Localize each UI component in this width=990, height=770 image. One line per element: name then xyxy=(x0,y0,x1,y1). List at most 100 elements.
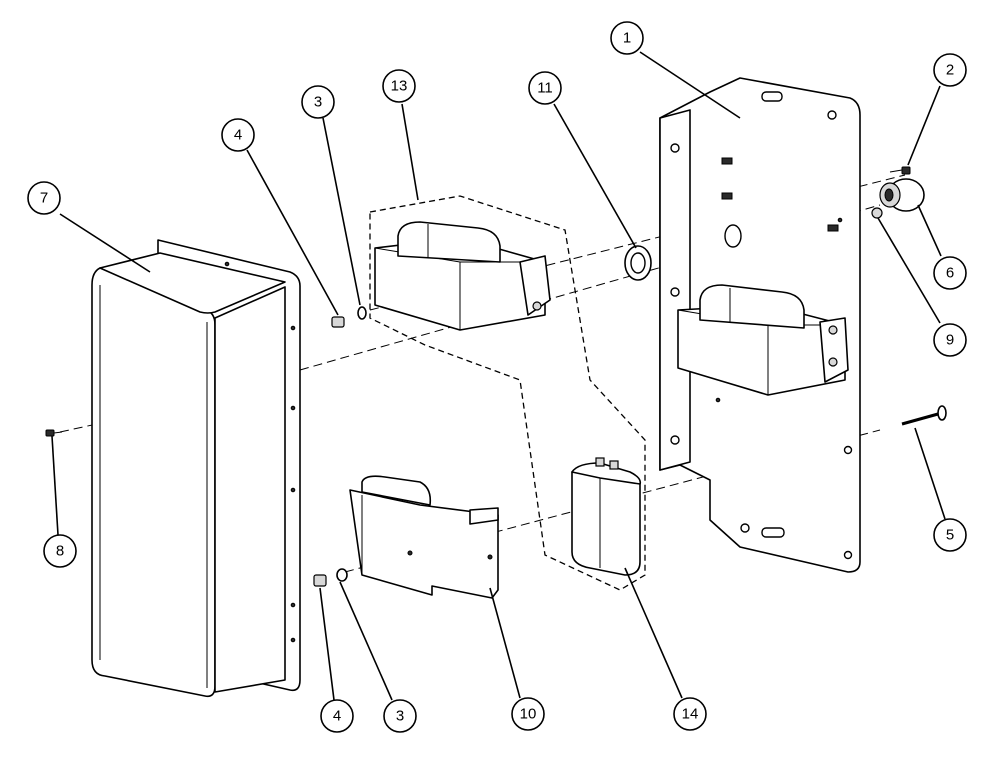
screw-head xyxy=(45,429,55,437)
leader-10 xyxy=(489,587,521,699)
callout-10-circle xyxy=(511,697,545,731)
plate-hole xyxy=(843,550,853,560)
callout-1-label: 1 xyxy=(623,30,631,47)
ballast-group xyxy=(369,195,646,591)
plate-stud xyxy=(827,224,839,232)
ballast-terminal xyxy=(532,301,542,311)
callout-13-circle xyxy=(382,69,416,103)
plate-hole xyxy=(740,523,750,533)
callout-8: 8 xyxy=(43,534,77,568)
plate-stud xyxy=(721,157,733,165)
bolt-5 xyxy=(901,405,947,426)
callout-7-label: 7 xyxy=(40,190,48,207)
callout-9: 9 xyxy=(933,323,967,357)
leader-3b xyxy=(339,581,393,701)
callout-3-lower-circle xyxy=(383,699,417,733)
leader-lines xyxy=(51,51,946,701)
plate-ballast-terminal xyxy=(828,325,838,335)
callout-4-lower: 4 xyxy=(320,699,354,733)
leader-3a xyxy=(322,117,361,306)
leader-1 xyxy=(639,51,741,119)
leader-13 xyxy=(401,103,419,201)
plate-small-hole xyxy=(715,397,721,403)
leader-14 xyxy=(624,567,683,699)
callout-3-upper-circle xyxy=(301,85,335,119)
callout-14-label: 14 xyxy=(682,706,699,723)
callout-4-upper-label: 4 xyxy=(234,127,242,144)
callout-4-lower-circle xyxy=(320,699,354,733)
cord-grip-opening xyxy=(884,188,894,202)
washer xyxy=(357,306,367,320)
leader-4a xyxy=(246,149,339,316)
washer-3-upper xyxy=(357,306,367,320)
bracket-hole xyxy=(487,554,493,560)
bolt-shank xyxy=(901,412,939,426)
bracket-tab xyxy=(469,507,499,525)
callout-5: 5 xyxy=(933,518,967,552)
plate-slot xyxy=(761,91,783,102)
plate-hole xyxy=(843,445,853,455)
cover-hole xyxy=(224,261,230,267)
plate-slot xyxy=(761,527,785,538)
nut xyxy=(331,316,345,328)
leader-11 xyxy=(553,103,637,249)
cover-hole xyxy=(290,637,296,643)
ballast-group-outline xyxy=(369,195,646,591)
nut-4-lower xyxy=(313,574,327,587)
capacitor-14 xyxy=(571,457,642,576)
callout-3-lower: 3 xyxy=(383,699,417,733)
plate-ballast-terminal xyxy=(828,357,838,367)
screw-shank xyxy=(53,431,63,434)
callout-2-circle xyxy=(933,53,967,87)
cover-enclosure xyxy=(91,239,301,698)
callout-5-circle xyxy=(933,518,967,552)
callout-10: 10 xyxy=(511,697,545,731)
callouts: 1 2 3 4 13 11 7 6 xyxy=(27,21,967,733)
lock-nut-11 xyxy=(624,245,652,281)
plate-knockout xyxy=(724,224,742,248)
callout-7-circle xyxy=(27,181,61,215)
screw-2 xyxy=(889,166,911,175)
screw-head xyxy=(901,166,911,175)
callout-1-circle xyxy=(610,21,644,55)
plate-ballast-terminal-bracket xyxy=(819,317,849,383)
callout-8-circle xyxy=(43,534,77,568)
plate-stud xyxy=(721,192,733,200)
callout-8-label: 8 xyxy=(56,543,64,560)
cover-front-face xyxy=(91,267,216,698)
ballast-terminal-bracket xyxy=(519,255,551,316)
leader-9 xyxy=(877,217,941,324)
leader-2 xyxy=(907,85,941,166)
callout-6-label: 6 xyxy=(946,265,954,282)
callout-13: 13 xyxy=(382,69,416,103)
capacitor-terminal xyxy=(609,460,619,470)
callout-7: 7 xyxy=(27,181,61,215)
nut xyxy=(871,207,883,219)
nut-9 xyxy=(871,207,883,219)
callout-2-label: 2 xyxy=(946,62,954,79)
callout-6-circle xyxy=(933,256,967,290)
axis-upper-2 xyxy=(299,204,881,371)
washer xyxy=(336,568,348,582)
callout-10-label: 10 xyxy=(520,706,537,723)
plate-flange-hole xyxy=(670,143,680,153)
callout-4-upper-circle xyxy=(221,118,255,152)
capacitor-terminal xyxy=(595,457,605,467)
callout-9-circle xyxy=(933,323,967,357)
plate-flange-hole xyxy=(670,435,680,445)
bolt-head xyxy=(937,405,947,421)
capacitor-body xyxy=(571,464,641,576)
cover-hole xyxy=(290,325,296,331)
bracket-hole xyxy=(407,550,413,556)
screw-8 xyxy=(45,429,63,437)
plate-ballast xyxy=(677,284,849,396)
cover-hole xyxy=(290,405,296,411)
callout-9-label: 9 xyxy=(946,332,954,349)
bracket-capacitor xyxy=(361,475,432,506)
callout-3-upper: 3 xyxy=(301,85,335,119)
screw-shank xyxy=(889,169,903,173)
cover-hole xyxy=(290,487,296,493)
capacitor-bracket xyxy=(349,475,499,599)
callout-3-upper-label: 3 xyxy=(314,94,322,111)
